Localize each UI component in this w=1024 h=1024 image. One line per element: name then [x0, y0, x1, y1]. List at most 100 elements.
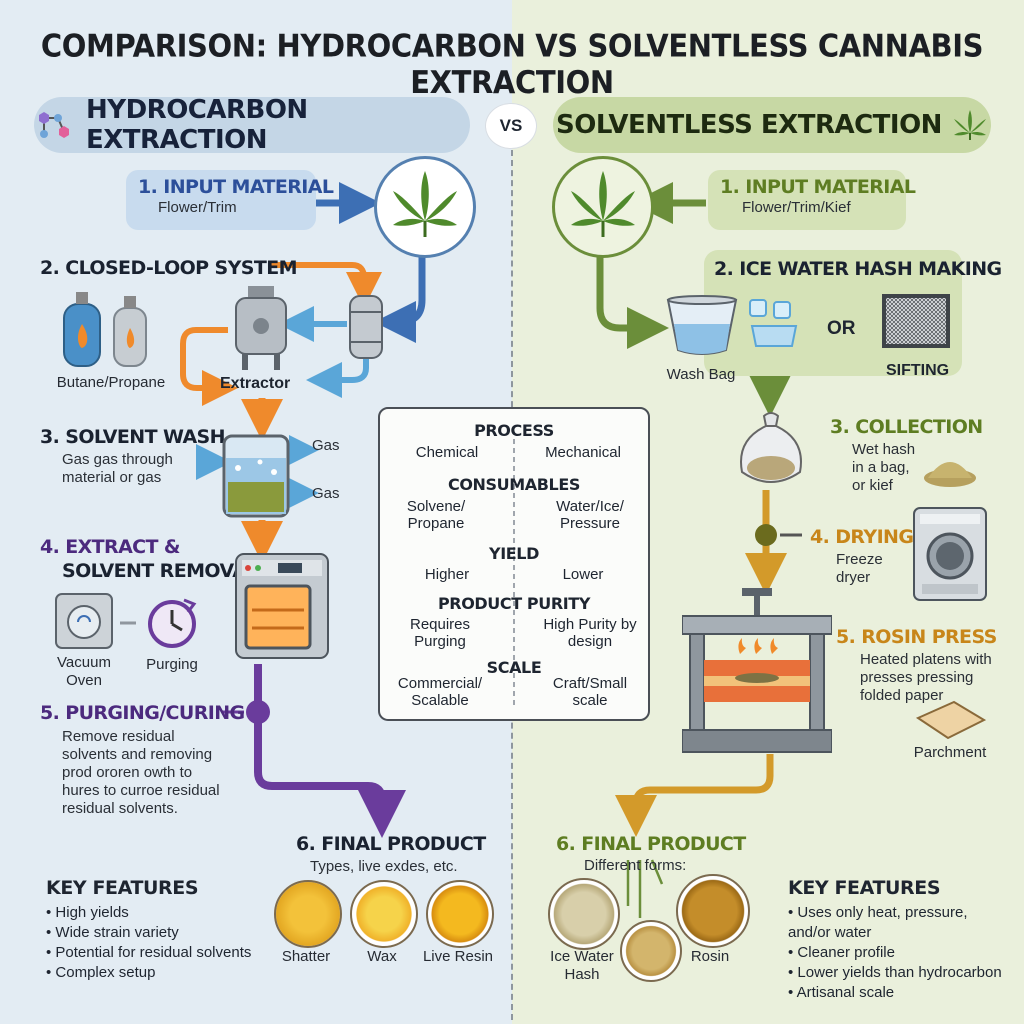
tanks-label: Butane/Propane	[56, 374, 166, 391]
right-step3-sub: Wet hash in a bag, or kief	[852, 441, 916, 494]
left-key-features-list: High yields Wide strain variety Potentia…	[46, 903, 266, 983]
vacuum-oven-small-icon	[54, 592, 114, 655]
left-step1-sub: Flower/Trim	[158, 199, 237, 216]
shatter-image	[274, 880, 342, 948]
hydrocarbon-header-label: HYDROCARBON EXTRACTION	[86, 95, 308, 155]
cmp-heading-process: PROCESS	[474, 421, 554, 440]
cmp-heading-yield: YIELD	[489, 544, 539, 563]
cmp-heading-purity: PRODUCT PURITY	[437, 594, 591, 613]
right-step2-title: 2. ICE WATER HASH MAKING	[714, 258, 1002, 280]
cmp-process-left: Chemical	[415, 444, 479, 461]
molecule-icon	[34, 108, 74, 142]
left-step6-sub: Types, live exdes, etc.	[310, 858, 458, 875]
right-leaf-circle	[552, 156, 654, 258]
right-step6-title: 6. FINAL PRODUCT	[556, 833, 746, 855]
extractor-icon	[226, 284, 296, 379]
rosin-image	[676, 874, 750, 948]
kief-pile-icon	[922, 452, 978, 493]
extractor-label: Extractor	[220, 375, 291, 392]
freeze-dryer-icon	[912, 506, 988, 607]
vacuum-oven-icon	[234, 552, 330, 669]
left-step4-title-line1: 4. EXTRACT &	[40, 536, 180, 558]
left-step6-title: 6. FINAL PRODUCT	[296, 833, 486, 855]
right-step6-sub: Different forms:	[584, 857, 687, 874]
list-item: Complex setup	[46, 963, 266, 983]
product-live-resin-label: Live Resin	[422, 948, 494, 965]
gas-tanks-icon	[58, 286, 158, 375]
cmp-process-right: Mechanical	[545, 444, 621, 461]
hydrocarbon-header: HYDROCARBON EXTRACTION	[34, 95, 470, 155]
product-shatter-label: Shatter	[281, 948, 331, 965]
cmp-purity-left: Requires Purging	[409, 616, 471, 650]
product-rosin-label: Rosin	[690, 948, 730, 965]
left-key-features-title: KEY FEATURES	[46, 877, 199, 899]
parchment-icon	[914, 700, 987, 745]
ice-water-hash-image	[548, 878, 620, 950]
left-step2-title: 2. CLOSED-LOOP SYSTEM	[40, 257, 298, 279]
left-step1-title: 1. INPUT MATERIAL	[138, 176, 334, 198]
cannabis-leaf-icon	[571, 171, 635, 237]
rosin-press-icon	[681, 588, 833, 763]
ice-cubes-icon	[746, 296, 802, 353]
list-item: Wide strain variety	[46, 923, 266, 943]
list-item: High yields	[46, 903, 266, 923]
right-key-features: KEY FEATURES Uses only heat, pressure, a…	[788, 877, 1012, 1003]
cannabis-leaf-icon	[393, 171, 457, 237]
list-item: Artisanal scale	[788, 983, 1012, 1003]
cmp-yield-right: Lower	[562, 566, 604, 583]
wax-image	[350, 880, 418, 948]
collection-bag-icon	[734, 410, 808, 495]
condenser-icon	[346, 292, 386, 367]
right-key-features-list: Uses only heat, pressure, and/or water C…	[788, 903, 1012, 1003]
solvent-wash-vessel-icon	[220, 432, 292, 525]
purging-timer-icon	[144, 594, 200, 655]
left-leaf-circle	[374, 156, 476, 258]
right-step1-sub: Flower/Trim/Kief	[742, 199, 851, 216]
list-item: Cleaner profile	[788, 943, 1012, 963]
purging-label: Purging	[146, 656, 198, 673]
right-step1-title: 1. INPUT MATERIAL	[720, 176, 916, 198]
left-key-features: KEY FEATURES High yields Wide strain var…	[46, 877, 266, 983]
sifting-label: SIFTING	[886, 362, 950, 379]
cmp-heading-scale: SCALE	[486, 658, 542, 677]
parchment-label: Parchment	[913, 744, 987, 761]
vacuum-oven-label: Vacuum Oven	[57, 654, 111, 689]
left-step5-sub: Remove residual solvents and removing pr…	[62, 728, 220, 817]
comparison-table: PROCESS Chemical Mechanical CONSUMABLES …	[378, 407, 650, 721]
left-step5-title: 5. PURGING/CURING	[40, 702, 245, 724]
cmp-consumables-left: Solvene/ Propane	[406, 498, 466, 532]
right-step4-sub: Freeze dryer	[836, 551, 883, 586]
comparison-divider	[513, 439, 515, 709]
cmp-yield-left: Higher	[424, 566, 470, 583]
left-step3-title: 3. SOLVENT WASH	[40, 426, 226, 448]
vs-badge: VS	[486, 104, 536, 148]
product-wax-label: Wax	[367, 948, 397, 965]
wash-bag-icon	[662, 294, 742, 363]
left-step3-sub: Gas gas through material or gas	[62, 451, 173, 486]
list-item: Potential for residual solvents	[46, 943, 266, 963]
cmp-heading-consumables: CONSUMABLES	[448, 475, 580, 494]
live-resin-image	[426, 880, 494, 948]
gas-out-label: Gas	[312, 485, 340, 502]
left-step4-title-line2: SOLVENT REMOVAL	[62, 560, 258, 582]
right-step5-sub: Heated platens with presses pressing fol…	[860, 651, 992, 704]
cannabis-leaf-icon	[952, 109, 988, 141]
solventless-header: SOLVENTLESS EXTRACTION	[553, 97, 991, 153]
wash-bag-label: Wash Bag	[666, 366, 736, 383]
right-step4-title: 4. DRYING	[810, 526, 914, 548]
right-key-features-title: KEY FEATURES	[788, 877, 941, 899]
gas-in-label: Gas	[312, 437, 340, 454]
or-label: OR	[827, 318, 856, 339]
left-step1-box: 1. INPUT MATERIAL Flower/Trim	[126, 170, 334, 230]
right-step1-box: 1. INPUT MATERIAL Flower/Trim/Kief	[708, 170, 916, 230]
right-step5-title: 5. ROSIN PRESS	[836, 626, 997, 648]
rosin-disc-image	[620, 920, 682, 982]
sifting-screen-icon	[880, 292, 952, 355]
cmp-purity-right: High Purity by design	[543, 616, 637, 650]
page-title: COMPARISON: HYDROCARBON VS SOLVENTLESS C…	[40, 27, 984, 101]
list-item: Lower yields than hydrocarbon	[788, 963, 1012, 983]
product-ice-water-hash-label: Ice Water Hash	[550, 948, 614, 983]
solventless-header-label: SOLVENTLESS EXTRACTION	[556, 110, 942, 140]
cmp-consumables-right: Water/Ice/ Pressure	[556, 498, 624, 532]
list-item: Uses only heat, pressure, and/or water	[788, 903, 1012, 943]
